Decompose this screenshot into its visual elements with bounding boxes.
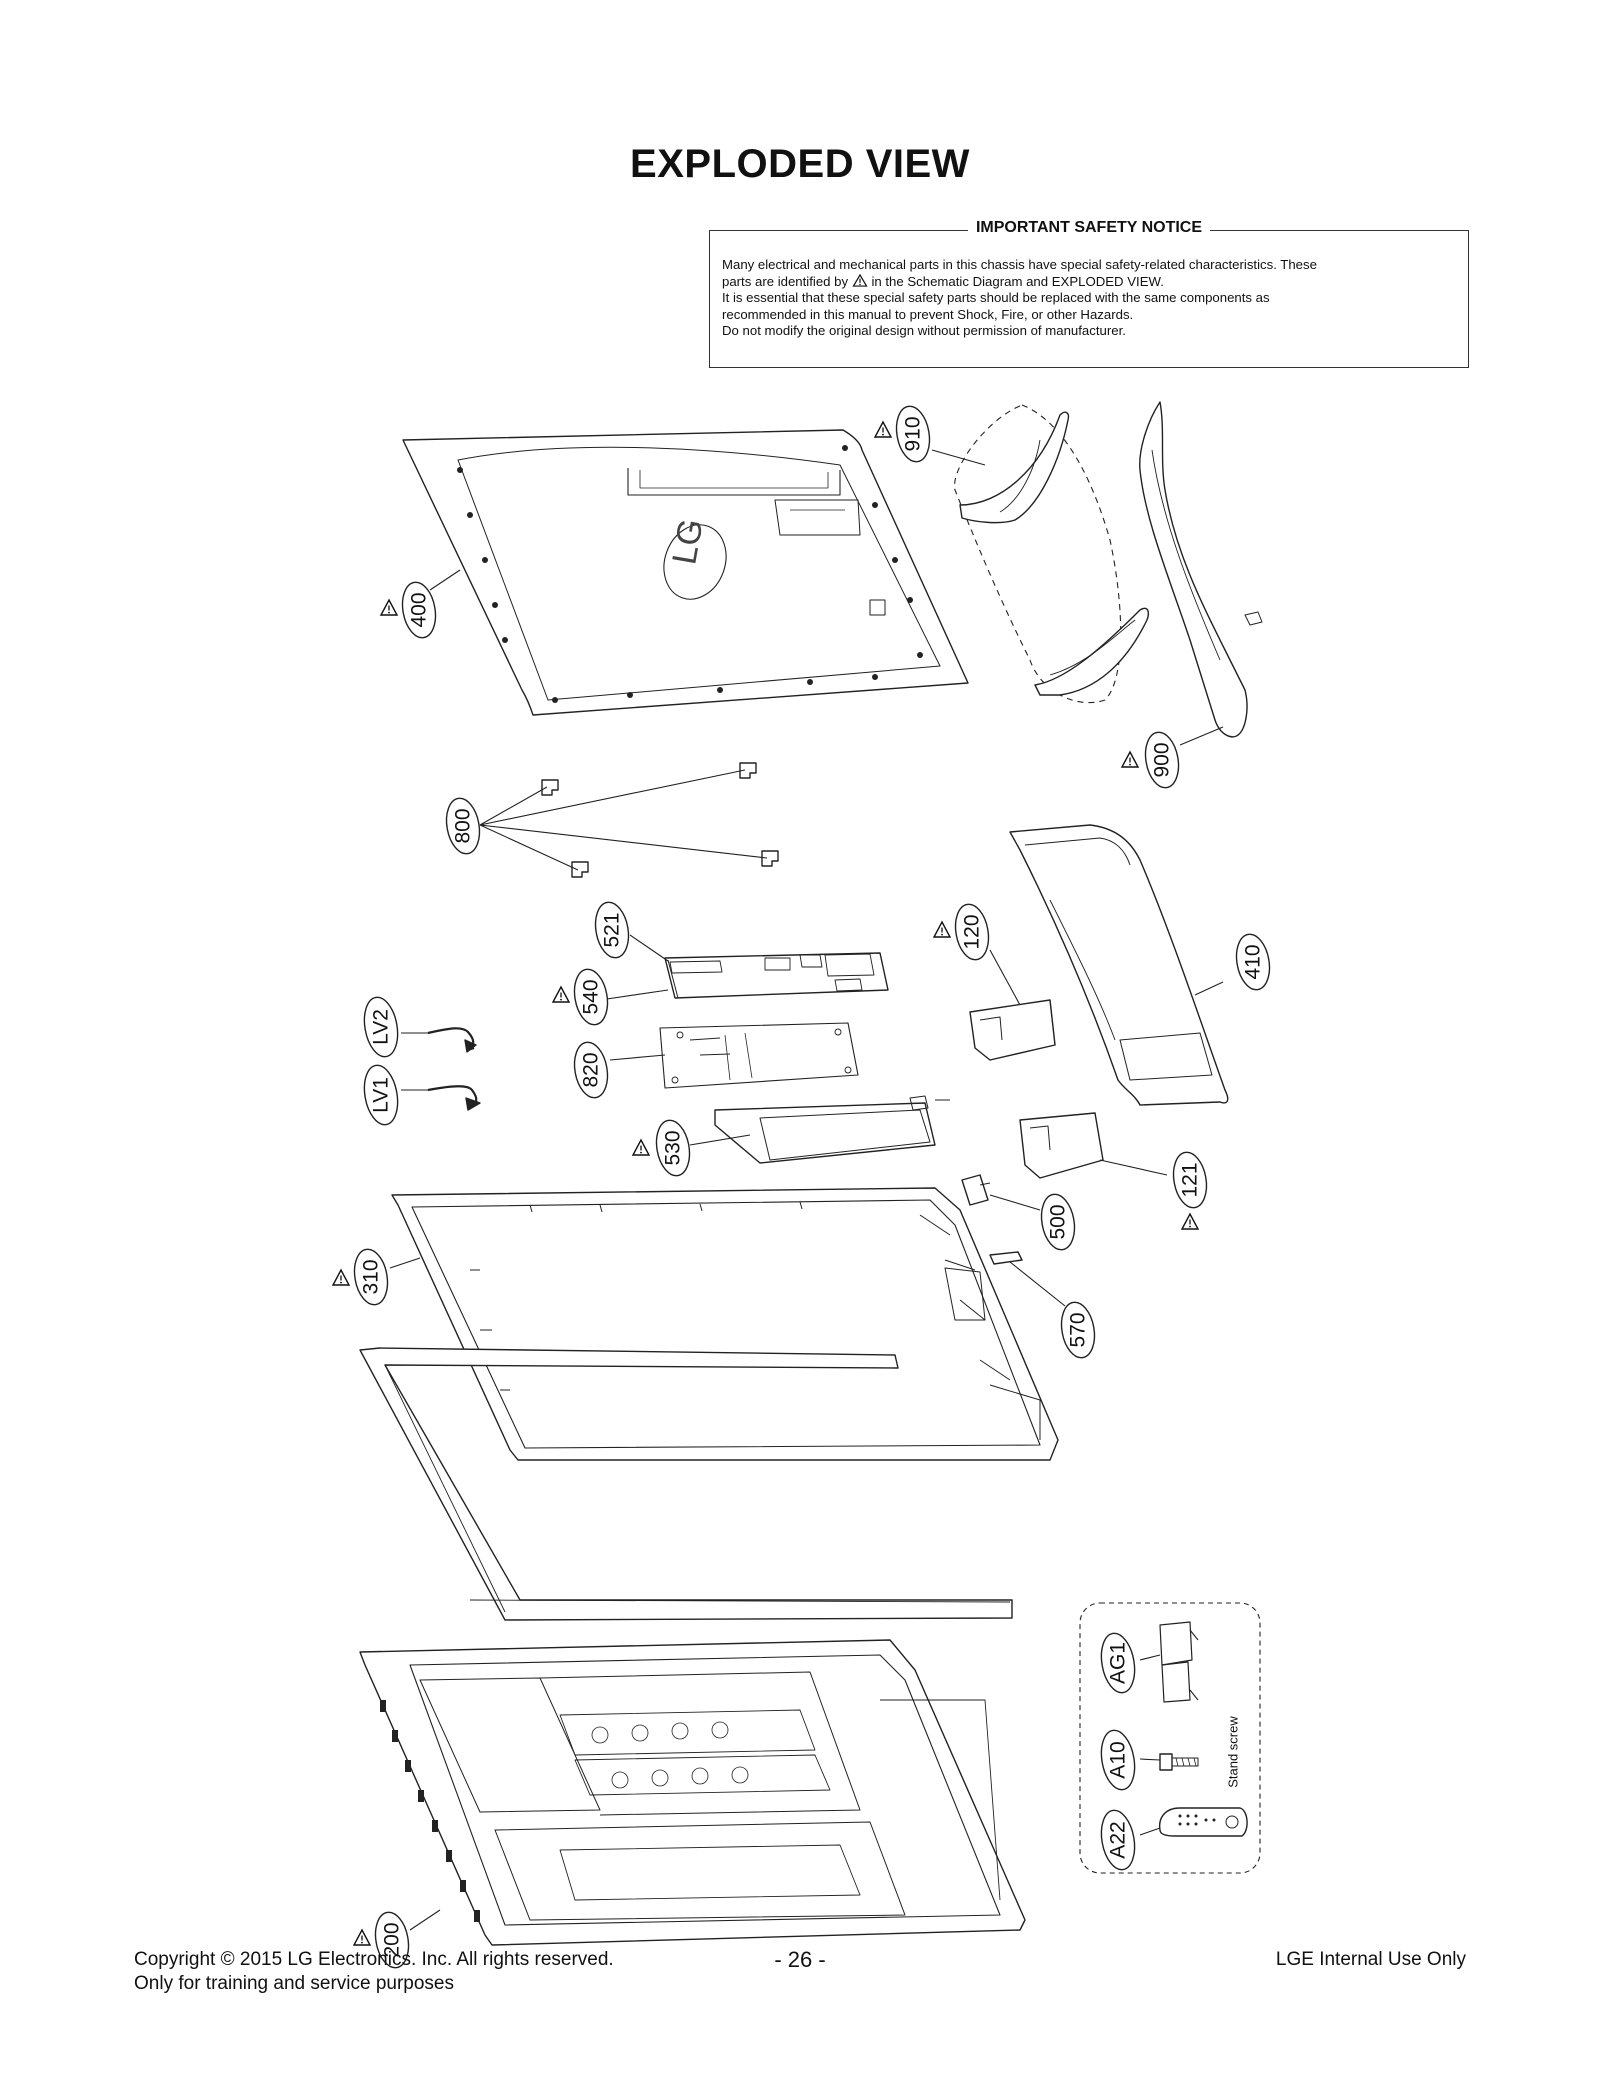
back-cover-part: LG bbox=[402, 429, 969, 716]
svg-text:A22: A22 bbox=[1107, 1821, 1130, 1858]
callout-800: 800 bbox=[445, 797, 481, 855]
callout-820: 820 bbox=[573, 1041, 609, 1099]
callout-a10: A10 bbox=[1100, 1729, 1136, 1791]
callout-410: 410 bbox=[1235, 933, 1271, 991]
callout-570: 570 bbox=[1060, 1301, 1096, 1359]
svg-text:A10: A10 bbox=[1107, 1741, 1130, 1778]
safety-notice-box: IMPORTANT SAFETY NOTICE Many electrical … bbox=[709, 219, 1469, 368]
warning-triangle-icon bbox=[1121, 751, 1139, 768]
middle-cabinet-part bbox=[391, 1187, 1059, 1461]
page-number: - 26 - bbox=[774, 1947, 826, 1972]
notice-line: parts are identified by in the Schematic… bbox=[722, 273, 1164, 289]
speaker-part-120 bbox=[969, 999, 1056, 1061]
svg-text:521: 521 bbox=[601, 912, 624, 947]
callout-a22: A22 bbox=[1100, 1809, 1136, 1871]
svg-text:530: 530 bbox=[662, 1130, 685, 1165]
svg-text:820: 820 bbox=[580, 1052, 603, 1087]
callout-200: 200 bbox=[374, 1911, 410, 1969]
lvds-cable-lv2 bbox=[427, 1027, 477, 1053]
front-frame-part bbox=[359, 1347, 1013, 1621]
svg-text:570: 570 bbox=[1067, 1312, 1090, 1347]
callout-121: 121 bbox=[1172, 1151, 1208, 1209]
svg-text:LV2: LV2 bbox=[370, 1009, 393, 1045]
wall-bracket-parts bbox=[541, 762, 779, 878]
svg-text:LV1: LV1 bbox=[370, 1077, 393, 1113]
notice-line: recommended in this manual to prevent Sh… bbox=[722, 306, 1134, 322]
remote-control-part bbox=[1158, 1807, 1248, 1837]
lcd-module-part bbox=[359, 1639, 1026, 1946]
notice-line: Do not modify the original design withou… bbox=[722, 323, 1126, 339]
stand-screw-label: Stand screw bbox=[1226, 1716, 1241, 1788]
svg-text:120: 120 bbox=[961, 914, 984, 949]
warning-triangle-icon bbox=[380, 599, 398, 616]
svg-text:121: 121 bbox=[1179, 1162, 1202, 1197]
callout-310: 310 bbox=[353, 1248, 389, 1306]
page-title: EXPLODED VIEW bbox=[630, 142, 970, 186]
stand-screw-part bbox=[1159, 1753, 1199, 1771]
warning-triangle-icon bbox=[874, 421, 892, 438]
power-board-part bbox=[714, 1095, 950, 1164]
callout-530: 530 bbox=[655, 1119, 691, 1177]
3d-glasses-part bbox=[1159, 1621, 1199, 1703]
lvds-cable-lv1 bbox=[427, 1085, 481, 1111]
callout-lv1: LV1 bbox=[363, 1064, 399, 1126]
callout-910: 910 bbox=[895, 405, 931, 463]
speaker-part-121 bbox=[1019, 1112, 1104, 1179]
callout-400: 400 bbox=[401, 581, 437, 639]
svg-text:410: 410 bbox=[1242, 944, 1265, 979]
callout-521: 521 bbox=[594, 901, 630, 959]
svg-text:200: 200 bbox=[381, 1922, 404, 1957]
svg-text:500: 500 bbox=[1047, 1204, 1070, 1239]
warning-triangle-icon bbox=[353, 1929, 371, 1946]
svg-text:900: 900 bbox=[1151, 742, 1174, 777]
stand-neck-part bbox=[954, 404, 1149, 704]
stand-base-part bbox=[1139, 401, 1263, 738]
warning-triangle-icon bbox=[1181, 1213, 1199, 1230]
main-board-part bbox=[664, 952, 889, 999]
accessories-box bbox=[1079, 1602, 1261, 1874]
ir-sensor-part bbox=[961, 1174, 991, 1206]
callout-900: 900 bbox=[1144, 731, 1180, 789]
warning-triangle-icon bbox=[852, 273, 868, 287]
callout-ag1: AG1 bbox=[1100, 1632, 1136, 1694]
footer-internal-use: LGE Internal Use Only bbox=[1275, 1949, 1466, 1970]
safety-notice-body: Many electrical and mechanical parts in … bbox=[722, 257, 1456, 340]
warning-triangle-icon bbox=[552, 986, 570, 1003]
rear-cover-strip-part bbox=[1009, 824, 1229, 1106]
shield-sheet-part bbox=[659, 1022, 859, 1089]
notice-line: It is essential that these special safet… bbox=[722, 290, 1270, 306]
footer-copyright: Copyright © 2015 LG Electronics. Inc. Al… bbox=[134, 1949, 614, 1994]
svg-text:400: 400 bbox=[408, 592, 431, 627]
svg-text:800: 800 bbox=[452, 808, 475, 843]
warning-triangle-icon bbox=[332, 1269, 350, 1286]
callout-500: 500 bbox=[1040, 1193, 1076, 1251]
svg-text:AG1: AG1 bbox=[1107, 1642, 1130, 1684]
safety-notice-title: IMPORTANT SAFETY NOTICE bbox=[967, 219, 1211, 236]
svg-text:910: 910 bbox=[902, 416, 925, 451]
lg-logo: LG bbox=[665, 516, 710, 567]
notice-line: Many electrical and mechanical parts in … bbox=[722, 257, 1317, 272]
svg-text:310: 310 bbox=[360, 1259, 383, 1294]
warning-triangle-icon bbox=[933, 921, 951, 938]
callout-540: 540 bbox=[573, 968, 609, 1026]
callout-120: 120 bbox=[954, 903, 990, 961]
power-button-part bbox=[989, 1251, 1023, 1265]
svg-text:540: 540 bbox=[580, 979, 603, 1014]
leader-lines bbox=[389, 449, 1224, 1931]
callout-lv2: LV2 bbox=[363, 996, 399, 1058]
warning-triangle-icon bbox=[632, 1139, 650, 1156]
